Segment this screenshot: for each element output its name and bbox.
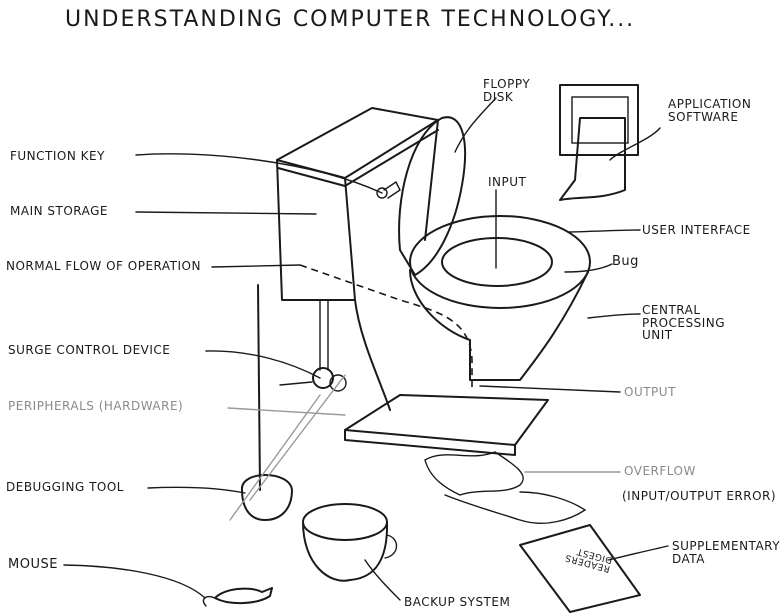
toilet-paper	[559, 84, 639, 201]
label-debugging-tool: DEBUGGING TOOL	[6, 480, 124, 494]
annotation-arrows	[63, 97, 669, 601]
arrow-bug	[564, 263, 613, 273]
arrow-function-key	[135, 153, 383, 194]
flow-dashes	[299, 264, 473, 388]
toilet-seat	[409, 215, 591, 309]
arrow-normal-flow	[211, 264, 301, 268]
backup-pot	[302, 503, 398, 582]
plunger	[240, 284, 293, 521]
label-overflow: OVERFLOW	[624, 464, 696, 478]
mouse-animal	[202, 587, 273, 607]
label-input: INPUT	[488, 175, 527, 189]
label-cpu: CENTRAL PROCESSING UNIT	[642, 303, 726, 343]
label-output: OUTPUT	[624, 385, 676, 399]
label-application-software: APPLICATION SOFTWARE	[668, 97, 752, 124]
label-backup-system: BACKUP SYSTEM	[404, 595, 511, 609]
toilet-bowl	[409, 269, 589, 381]
arrow-surge	[205, 350, 321, 379]
label-surge-control: SURGE CONTROL DEVICE	[8, 343, 171, 357]
label-normal-flow: NORMAL FLOW OF OPERATION	[6, 259, 201, 273]
magazine	[519, 524, 641, 613]
toilet-base	[344, 394, 549, 456]
flush-handle	[376, 180, 401, 199]
arrow-mouse	[63, 564, 206, 599]
arrow-cpu	[587, 313, 641, 319]
arrow-user-interface	[567, 229, 641, 233]
arrow-app-software	[609, 127, 661, 161]
label-floppy-disk: FLOPPY DISK	[483, 77, 531, 104]
label-supplementary-data: SUPPLEMENTARY DATA	[672, 539, 781, 566]
overflow-mess	[424, 451, 524, 496]
valve	[279, 299, 347, 392]
page-title: UNDERSTANDING COMPUTER TECHNOLOGY...	[65, 7, 636, 32]
label-main-storage: MAIN STORAGE	[10, 204, 109, 218]
label-function-key: FUNCTION KEY	[10, 149, 105, 163]
arrow-supplementary	[607, 545, 669, 561]
arrow-main-storage	[135, 211, 317, 215]
arrow-output	[479, 385, 621, 393]
label-peripherals: PERIPHERALS (HARDWARE)	[8, 399, 184, 413]
label-mouse: MOUSE	[8, 557, 58, 572]
toilet-lid	[398, 116, 466, 276]
label-user-interface: USER INTERFACE	[642, 223, 751, 237]
arrow-floppy	[454, 97, 497, 153]
label-io-error: (INPUT/OUTPUT ERROR)	[622, 489, 777, 503]
arrow-peripherals	[227, 407, 346, 416]
label-bug: Bug	[612, 254, 639, 269]
floor-lines	[229, 374, 346, 521]
arrow-debugging	[147, 486, 246, 494]
arrow-backup	[364, 559, 401, 601]
